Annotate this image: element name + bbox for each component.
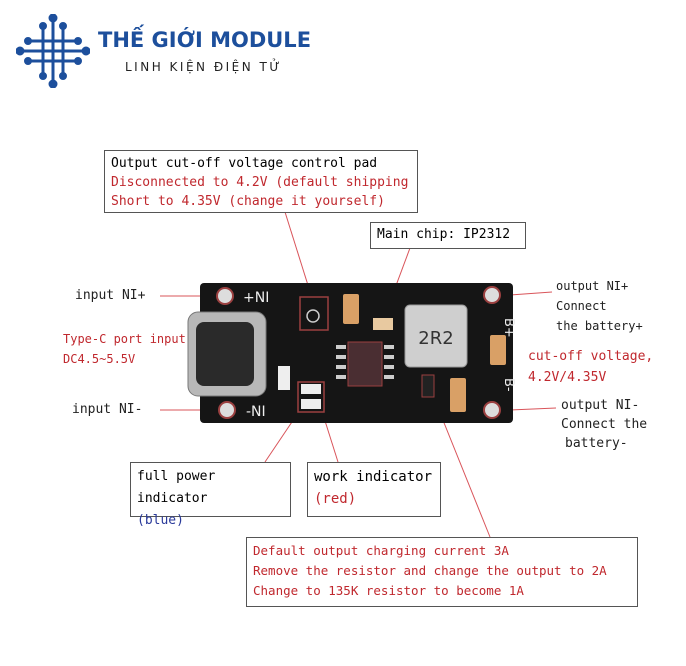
cutoff-voltage-line2: 4.2V/4.35V [528,370,607,385]
input-plus-label: input NI+ [75,288,146,303]
charging-current-callout: Default output charging current 3A Remov… [246,537,638,607]
full-power-line1: full power indicator [137,469,216,506]
b-plus-label: B+ [501,318,516,338]
logo-subtitle: LINH KIỆN ĐIỆN TỬ [125,60,283,74]
current-line2: Remove the resistor and change the outpu… [253,563,607,578]
current-line3: Change to 135K resistor to become 1A [253,583,524,598]
cutoff-pad-line2: Short to 4.35V (change it yourself) [111,194,385,209]
cutoff-voltage-label: cut-off voltage, 4.2V/4.35V [528,346,653,388]
pin-plus-label: +NI [243,290,269,306]
type-c-line2: DC4.5~5.5V [63,352,136,366]
cutoff-pad-callout: Output cut-off voltage control pad Disco… [104,150,418,213]
output-plus-line1: output NI+ [556,279,629,293]
full-power-callout: full power indicator (blue) [130,462,291,528]
cutoff-pad-title: Output cut-off voltage control pad [111,156,378,171]
output-minus-line1: output NI- [561,398,640,413]
full-power-line2: (blue) [137,513,184,528]
inductor [404,304,468,368]
output-minus-label: output NI- Connect the battery- [561,396,647,453]
output-minus-line2: Connect the [561,417,648,432]
output-plus-line3: the battery+ [556,319,643,333]
main-chip-callout: Main chip: IP2312 [370,222,526,249]
inductor-label: 2R2 [418,328,453,349]
main-chip [347,341,383,387]
output-plus-label: output NI+ Connect the battery+ [556,276,643,336]
logo-title: THẾ GIỚI MODULE [98,28,312,52]
pcb-board: 2R2 +NI -NI B+ B- [187,283,516,423]
work-line1: work indicator [314,469,433,485]
work-line2: (red) [314,491,357,507]
type-c-line1: Type-C port input [63,332,186,346]
b-minus-label: B- [501,378,516,392]
logo-circuit-icon [16,14,90,88]
current-line1: Default output charging current 3A [253,543,509,558]
pin-minus-label: -NI [246,404,266,420]
output-plus-line2: Connect [556,299,607,313]
cutoff-voltage-line1: cut-off voltage, [528,349,654,364]
input-minus-label: input NI- [72,402,143,417]
cutoff-pad-line1: Disconnected to 4.2V (default shipping [111,175,409,190]
output-minus-line3: battery- [565,436,628,451]
work-indicator-callout: work indicator (red) [307,462,441,517]
